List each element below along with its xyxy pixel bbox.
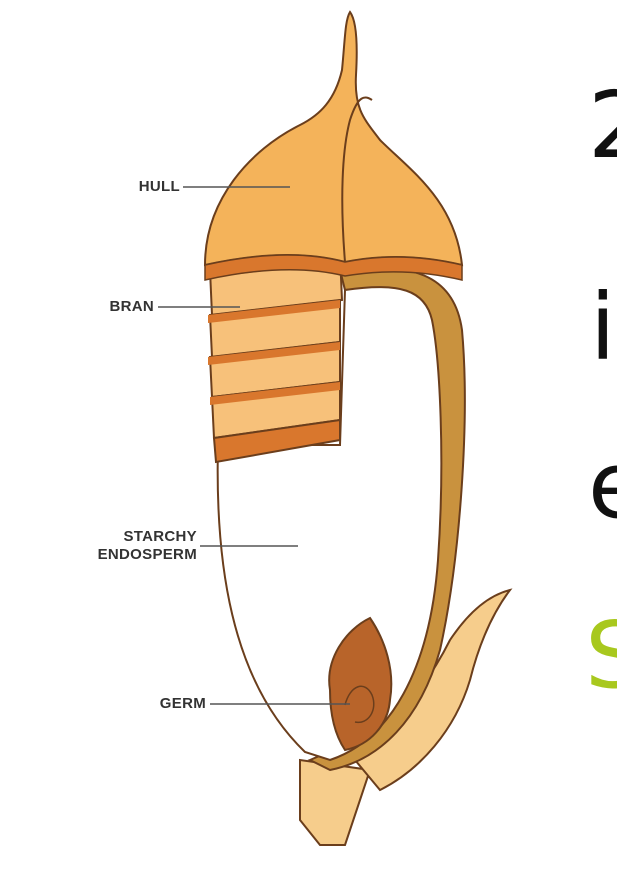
germ-label: GERM [110,695,206,713]
stem-base [300,760,370,845]
starchy-label-line1: STARCHY [40,528,197,546]
side-text-line4: S [585,610,617,702]
starchy-label-line2: ENDOSPERM [40,546,197,564]
bran-label: BRAN [60,298,154,316]
hull-label: HULL [90,178,180,196]
side-text-line3: e [588,440,617,532]
side-text-line1: 2 [588,80,617,172]
side-text-line2: i [590,282,616,374]
hull-cap [205,12,462,265]
starchy-endosperm-label: STARCHY ENDOSPERM [40,528,197,564]
bran-layers [208,255,342,462]
